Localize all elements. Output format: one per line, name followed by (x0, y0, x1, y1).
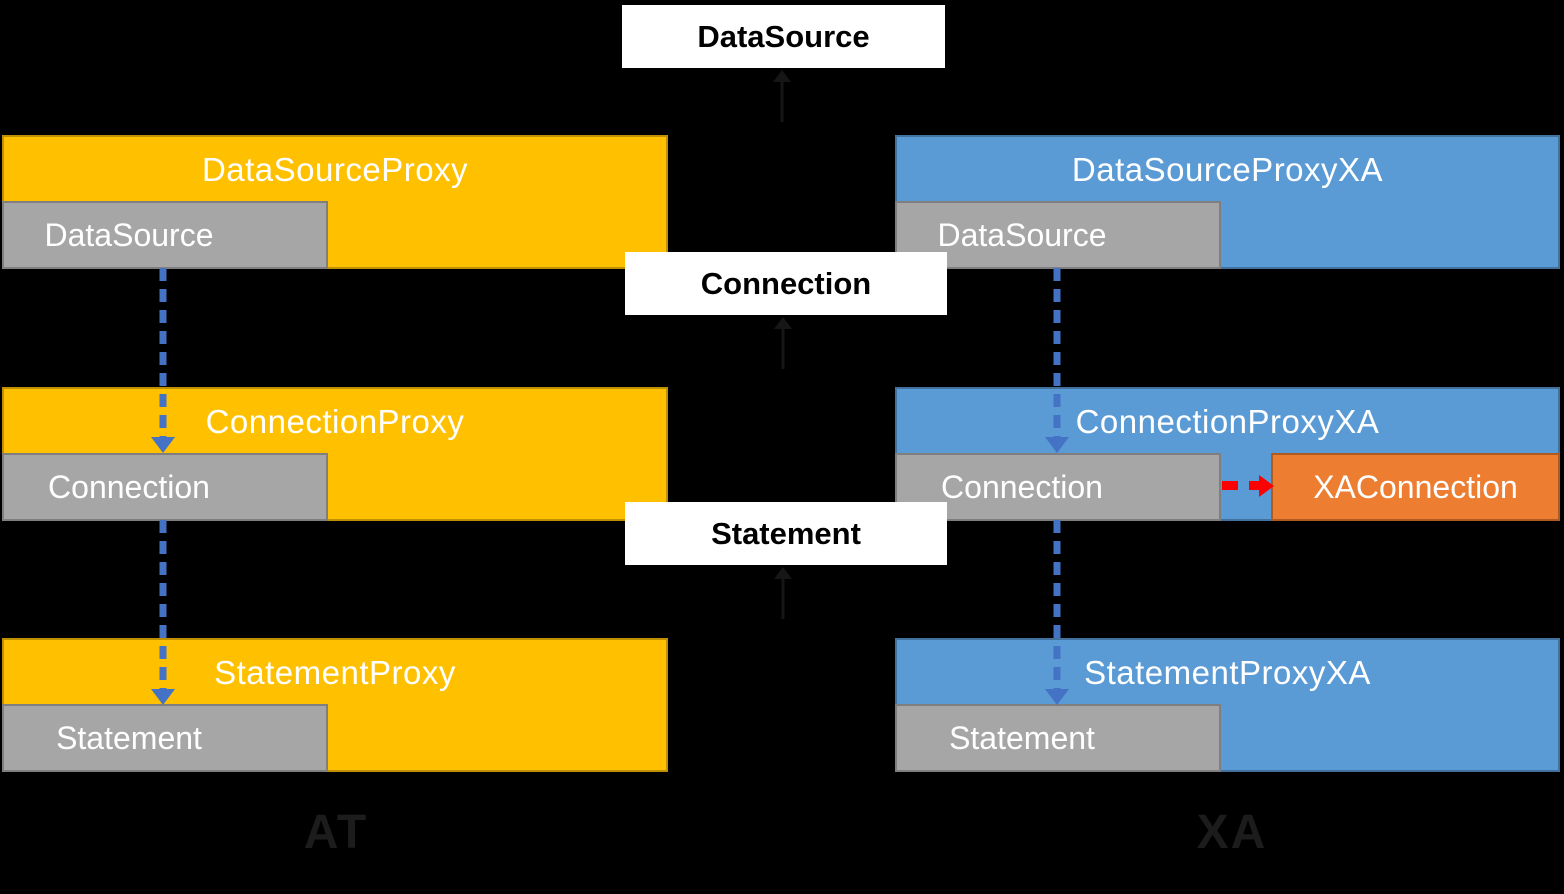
datasource-inner-box-xa: DataSource (895, 201, 1221, 269)
datasource-inner-label: DataSource (44, 216, 214, 253)
up-arrow-to-connection-label (774, 317, 792, 369)
connection-proxy-title: ConnectionProxy (205, 403, 465, 440)
statement-inner-label-xa: Statement (949, 719, 1095, 756)
dashed-line (1053, 268, 1061, 438)
red-dashed-line (1222, 481, 1261, 490)
up-arrow-to-datasource-label (773, 70, 791, 122)
down-arrowhead-icon (151, 689, 175, 705)
connection-proxy-xa-title: ConnectionProxyXA (1075, 403, 1380, 440)
mode-label-at: AT (303, 806, 369, 859)
delegate-arrow-at-connection-to-statement (150, 520, 176, 705)
connection-inner-label: Connection (48, 468, 210, 505)
datasource-proxy-xa-box: DataSourceProxyXA DataSource (895, 135, 1560, 269)
up-arrowhead-icon (774, 317, 792, 329)
delegate-arrow-xa-datasource-to-connection (1044, 268, 1070, 453)
interface-label-statement-text: Statement (711, 515, 861, 551)
up-arrow-line (781, 579, 785, 619)
datasource-inner-label-xa: DataSource (937, 216, 1107, 253)
xa-connection-label: XAConnection (1313, 468, 1518, 505)
up-arrowhead-icon (773, 70, 791, 82)
right-arrowhead-icon (1259, 475, 1274, 497)
delegate-arrow-at-datasource-to-connection (150, 268, 176, 453)
down-arrowhead-icon (1045, 437, 1069, 453)
mode-label-xa: XA (1196, 806, 1268, 859)
up-arrow-line (781, 329, 785, 369)
up-arrow-line (780, 82, 784, 122)
connection-proxy-xa-box: ConnectionProxyXA Connection XAConnectio… (895, 387, 1560, 521)
connection-proxy-box: ConnectionProxy Connection (2, 387, 668, 521)
statement-proxy-xa-box: StatementProxyXA Statement (895, 638, 1560, 772)
connection-inner-box: Connection (2, 453, 328, 521)
delegate-arrow-xa-connection-to-statement (1044, 520, 1070, 705)
datasource-inner-box: DataSource (2, 201, 328, 269)
statement-proxy-title: StatementProxy (214, 654, 456, 691)
interface-label-connection-text: Connection (700, 265, 872, 301)
up-arrowhead-icon (774, 567, 792, 579)
interface-label-datasource: DataSource (622, 5, 945, 68)
datasource-proxy-box: DataSourceProxy DataSource (2, 135, 668, 269)
xa-connection-box: XAConnection (1271, 453, 1560, 521)
dashed-line (159, 520, 167, 690)
statement-inner-label: Statement (56, 719, 202, 756)
interface-label-datasource-text: DataSource (697, 18, 870, 54)
connection-inner-label-xa: Connection (941, 468, 1103, 505)
statement-proxy-box: StatementProxy Statement (2, 638, 668, 772)
down-arrowhead-icon (151, 437, 175, 453)
datasource-proxy-title: DataSourceProxy (201, 151, 469, 188)
down-arrowhead-icon (1045, 689, 1069, 705)
dashed-line (1053, 520, 1061, 690)
dashed-line (159, 268, 167, 438)
arrow-connection-to-xa-connection (1222, 475, 1274, 497)
statement-inner-box-xa: Statement (895, 704, 1221, 772)
up-arrow-to-statement-label (774, 567, 792, 619)
statement-inner-box: Statement (2, 704, 328, 772)
interface-label-connection: Connection (625, 252, 947, 315)
interface-label-statement: Statement (625, 502, 947, 565)
datasource-proxy-xa-title: DataSourceProxyXA (1071, 151, 1384, 188)
statement-proxy-xa-title: StatementProxyXA (1084, 654, 1371, 691)
